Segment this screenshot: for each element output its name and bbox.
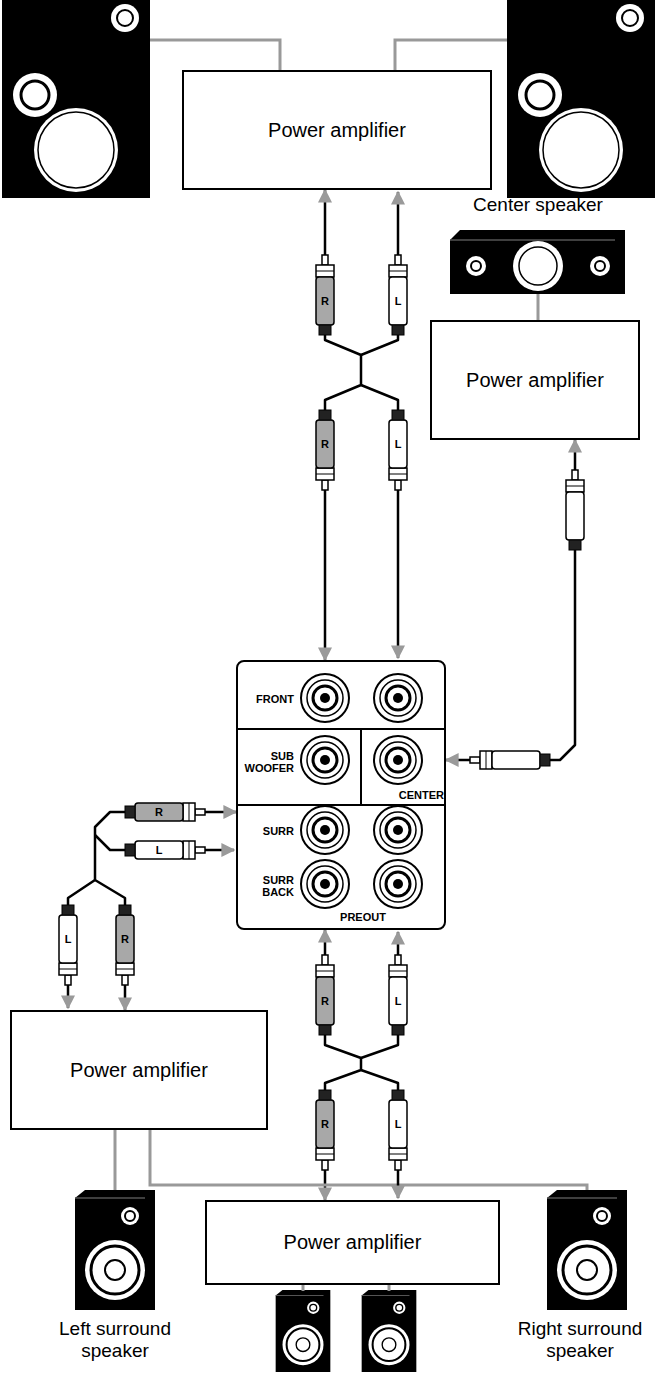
channel-letter: R <box>321 1118 329 1130</box>
speaker-label: Left surround speaker <box>40 1318 190 1362</box>
channel-letter: L <box>395 438 402 450</box>
front-right-speaker <box>507 0 655 198</box>
channel-letter: R <box>155 806 163 818</box>
left-surround-speaker <box>75 1190 155 1310</box>
rca-cable <box>95 812 236 1010</box>
jack-label: SUB WOOFER <box>242 750 294 774</box>
channel-letter: L <box>395 295 402 307</box>
amplifier-box: Power amplifier <box>430 320 640 440</box>
channel-letter: R <box>121 933 129 945</box>
jack-label: SURR <box>242 825 294 837</box>
channel-letter: L <box>65 933 72 945</box>
rca-cable <box>446 440 575 760</box>
box-title: Power amplifier <box>274 1231 432 1254</box>
speaker-label: Right surround speaker <box>505 1318 655 1362</box>
channel-letter: R <box>321 438 329 450</box>
jack-label: CENTER <box>378 789 444 801</box>
preout-panel-detail <box>238 674 444 908</box>
jack-label: FRONT <box>242 693 294 705</box>
amplifier-box: Power amplifier <box>10 1010 268 1130</box>
box-title: Power amplifier <box>60 1059 218 1082</box>
box-title: Power amplifier <box>258 119 416 142</box>
jack-label: PREOUT <box>318 911 408 923</box>
channel-letter: R <box>321 995 329 1007</box>
front-left-speaker <box>2 0 150 198</box>
right-surround-speaker <box>547 1190 627 1310</box>
channel-letter: L <box>395 995 402 1007</box>
channel-letter: L <box>156 844 163 856</box>
surround-back-speaker <box>276 1290 331 1372</box>
channel-letter: L <box>395 1118 402 1130</box>
center-speaker <box>450 230 625 294</box>
speaker-label: Center speaker <box>428 194 648 216</box>
amplifier-box: Power amplifier <box>205 1200 500 1285</box>
jack-label: SURR BACK <box>242 874 294 898</box>
surround-back-speaker <box>362 1290 417 1372</box>
amplifier-box: Power amplifier <box>182 70 492 190</box>
box-title: Power amplifier <box>456 369 614 392</box>
preout-panel: FRONT SUB WOOFER CENTER SURR SURR BACK PREOUT <box>236 660 446 930</box>
channel-letter: R <box>321 295 329 307</box>
